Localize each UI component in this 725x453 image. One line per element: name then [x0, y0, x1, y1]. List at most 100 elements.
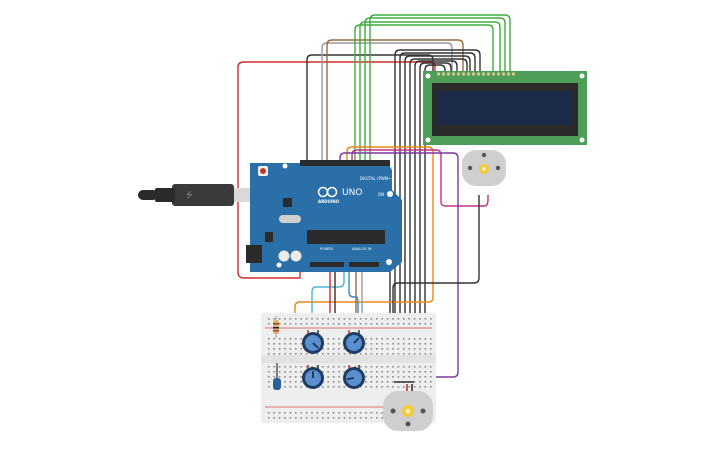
lcd-pin[interactable]: [442, 72, 445, 76]
breadboard-hole: [289, 417, 292, 419]
breadboard-hole: [327, 371, 329, 373]
lcd-pin[interactable]: [462, 72, 465, 76]
breadboard-hole: [403, 338, 405, 340]
breadboard-hole: [365, 412, 367, 414]
breadboard-hole: [365, 348, 367, 350]
lcd-pin[interactable]: [437, 72, 440, 76]
breadboard-hole: [343, 417, 346, 419]
reset-button[interactable]: [260, 168, 266, 174]
breadboard-hole: [430, 323, 432, 325]
wire-blue-a1[interactable]: [348, 262, 359, 332]
breadboard-hole: [311, 417, 313, 419]
lcd-pin[interactable]: [472, 72, 475, 76]
lcd-16x2[interactable]: [423, 71, 587, 145]
wire-brown[interactable]: [326, 39, 464, 165]
wire-green-3[interactable]: [364, 17, 506, 165]
breadboard-hole: [284, 353, 286, 355]
lcd-pin[interactable]: [497, 72, 500, 76]
breadboard-hole: [316, 318, 319, 320]
wire-magenta[interactable]: [351, 149, 489, 207]
breadboard-hole: [413, 338, 416, 340]
potentiometer-4[interactable]: [343, 365, 365, 389]
wire-black-lcd-1[interactable]: [394, 49, 481, 320]
photodiode[interactable]: [273, 363, 281, 390]
dc-motor-bottom[interactable]: [383, 391, 433, 431]
breadboard-hole: [278, 366, 281, 368]
wire-purple[interactable]: [339, 152, 459, 378]
breadboard-hole: [343, 353, 346, 355]
breadboard-hole: [413, 318, 416, 320]
breadboard-hole: [349, 366, 351, 368]
mount-hole: [425, 73, 431, 79]
breadboard-hole: [424, 323, 427, 325]
potentiometer-2[interactable]: [343, 330, 365, 354]
lcd-pin[interactable]: [507, 72, 510, 76]
wire-black-lcd-6[interactable]: [419, 62, 452, 320]
lcd-pin[interactable]: [447, 72, 450, 76]
breadboard-hole: [424, 343, 427, 345]
wire-cyan-a0[interactable]: [311, 262, 345, 332]
breadboard-hole: [289, 348, 292, 350]
breadboard-hole: [273, 412, 275, 414]
wire-black-lcd-2[interactable]: [399, 52, 476, 320]
breadboard-hole: [381, 343, 383, 345]
arduino-uno[interactable]: DIGITAL (PWM~) ARDUINO UNO ON POWER ANAL…: [246, 160, 402, 272]
wire-black-lcd-7[interactable]: [424, 64, 446, 320]
breadboard-hole: [289, 353, 292, 355]
lcd-pin[interactable]: [467, 72, 470, 76]
usb-cable[interactable]: ⭍: [138, 184, 253, 206]
wire-grey[interactable]: [321, 42, 453, 165]
wire-black-lcd-3[interactable]: [404, 55, 471, 320]
breadboard-hole: [300, 348, 302, 350]
breadboard-hole: [284, 381, 286, 383]
breadboard-hole: [413, 353, 416, 355]
breadboard-hole: [408, 371, 410, 373]
breadboard-hole: [300, 343, 302, 345]
lcd-pin[interactable]: [482, 72, 485, 76]
breadboard-hole: [354, 417, 356, 419]
knob-indicator: [312, 342, 319, 349]
wire-green-1[interactable]: [354, 24, 494, 165]
breadboard-hole: [343, 348, 346, 350]
power-header-label: POWER: [320, 247, 334, 251]
breadboard-hole: [386, 353, 389, 355]
lcd-pin[interactable]: [477, 72, 480, 76]
lcd-pin[interactable]: [512, 72, 515, 76]
breadboard-hole: [365, 376, 367, 378]
motor-terminal: [420, 408, 426, 414]
breadboard-hole: [424, 318, 427, 320]
breadboard-hole: [403, 343, 405, 345]
lcd-pin[interactable]: [452, 72, 455, 76]
wire-black-motor[interactable]: [392, 195, 480, 320]
breadboard-hole: [365, 386, 367, 388]
breadboard-hole: [370, 412, 373, 414]
breadboard-hole: [268, 348, 270, 350]
breadboard-hole: [322, 318, 324, 320]
lcd-pin[interactable]: [502, 72, 505, 76]
wire-black-lcd-4[interactable]: [409, 58, 468, 320]
breadboard-hole: [419, 371, 421, 373]
breadboard-hole: [413, 376, 416, 378]
breadboard-hole: [295, 338, 297, 340]
breadboard-hole: [332, 386, 335, 388]
lcd-pin[interactable]: [487, 72, 490, 76]
breadboard-hole: [403, 348, 405, 350]
wire-green-2[interactable]: [359, 21, 501, 165]
breadboard-hole: [370, 318, 373, 320]
potentiometer-3[interactable]: [302, 365, 324, 389]
breadboard-hole: [338, 381, 340, 383]
lcd-pin[interactable]: [492, 72, 495, 76]
potentiometer-1[interactable]: [302, 330, 324, 354]
dc-motor-top[interactable]: [462, 150, 506, 186]
resistor[interactable]: [273, 316, 279, 338]
breadboard-hole: [365, 366, 367, 368]
wire-black-lcd-5[interactable]: [414, 60, 458, 320]
breadboard-hole: [430, 376, 432, 378]
model-label: UNO: [342, 188, 362, 198]
lcd-pin[interactable]: [457, 72, 460, 76]
dc-jack[interactable]: [246, 245, 262, 263]
arduino-logo-icon: [317, 186, 338, 198]
breadboard-hole: [300, 371, 302, 373]
wire-green-4[interactable]: [369, 14, 511, 165]
